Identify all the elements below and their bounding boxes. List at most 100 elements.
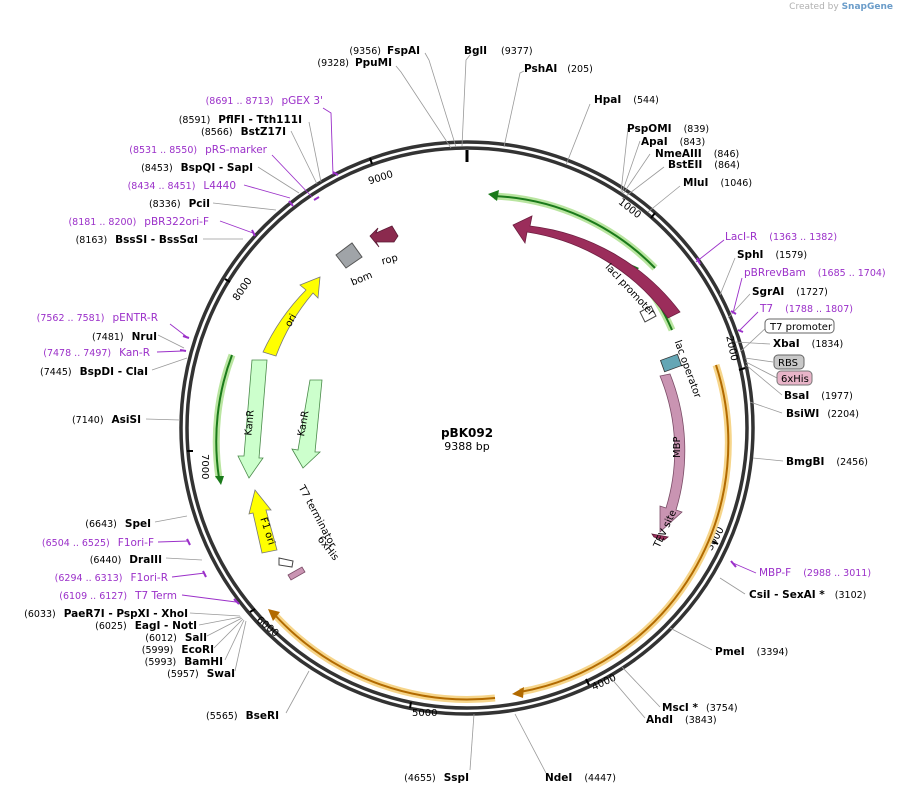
tev-site-box (651, 533, 669, 541)
enzyme-bsteii[interactable]: BstEII(864) (668, 159, 740, 171)
primer-leader-pentrr (169, 323, 188, 338)
leader-bspqi (257, 166, 300, 194)
primer-leader-mbpf (732, 562, 757, 574)
enzyme-mlui[interactable]: MluI(1046) (683, 177, 752, 189)
enzyme-nmeaiii[interactable]: NmeAIII(846) (655, 148, 739, 160)
primer-leader-t7 (739, 311, 759, 331)
primer-pentr-r[interactable]: (7562 .. 7581)pENTR-R (37, 312, 158, 324)
mbp-arrow (659, 373, 686, 533)
enzyme-paer7i-pspxi-xhoi[interactable]: (6033)PaeR7I - PspXI - XhoI (24, 608, 188, 620)
leader-ndei (514, 713, 547, 774)
tick-label-9000: 9000 (367, 169, 395, 187)
primer-mark-prsmarker (313, 196, 320, 201)
enzyme-draiii[interactable]: (6440)DraIII (90, 554, 162, 566)
leader-bsiwi (749, 401, 783, 414)
primer-mark-pgex3 (332, 171, 339, 176)
primer-pgex3[interactable]: (8691 .. 8713)pGEX 3' (206, 95, 323, 107)
enzyme-bgli[interactable]: BglI(9377) (464, 45, 533, 57)
tick-label-5000: 5000 (412, 708, 437, 719)
primer-mark-f1orif (186, 538, 191, 546)
enzyme-ahdi[interactable]: AhdI(3843) (646, 714, 717, 726)
primer-leader-kanr (156, 350, 184, 353)
enzyme-bstz17i[interactable]: (8566)BstZ17I (201, 126, 286, 138)
orf-mbp-halo (519, 363, 732, 696)
leader-pmei (669, 627, 713, 651)
laci-arrow (512, 215, 681, 319)
primer-leader-pgex3 (322, 107, 334, 176)
enzyme-fspai[interactable]: (9356)FspAI (349, 45, 420, 57)
orf-arcs (212, 190, 732, 703)
enzyme-bsssi[interactable]: (8163)BssSI - BssSαI (76, 234, 198, 246)
primer-pbr322ori-f[interactable]: (8181 .. 8200)pBR322ori-F (68, 216, 209, 228)
primer-leader-l4440 (243, 184, 291, 199)
orf-laci-arc (493, 195, 656, 269)
enzyme-spei[interactable]: (6643)SpeI (85, 518, 151, 530)
primer-l4440[interactable]: (8434 .. 8451)L4440 (128, 180, 236, 192)
primer-kan-r[interactable]: (7478 .. 7497)Kan-R (43, 347, 150, 359)
his-box-bg (776, 370, 813, 386)
primer-mbp-f[interactable]: MBP-F(2988 .. 3011) (759, 567, 871, 579)
enzyme-csii-sexai[interactable]: CsiI - SexAI *(3102) (749, 589, 866, 601)
leader-xbai (734, 341, 771, 345)
enzyme-pmei[interactable]: PmeI(3394) (715, 646, 788, 658)
enzyme-pshai[interactable]: PshAI(205) (524, 63, 593, 75)
leader-pshai (503, 70, 525, 148)
leader-csii (719, 577, 746, 595)
primer-f1ori-f[interactable]: (6504 .. 6525)F1ori-F (42, 537, 154, 549)
kanr-outer-arrow (237, 359, 268, 479)
primer-f1ori-r[interactable]: (6294 .. 6313)F1ori-R (55, 572, 168, 584)
his-label[interactable]: 6xHis (781, 374, 809, 385)
plasmid-size: 9388 bp (444, 440, 489, 453)
enzyme-pspomi[interactable]: PspOMI(839) (627, 123, 709, 135)
leader-pcii (212, 202, 277, 211)
enzyme-swai[interactable]: (5957)SwaI (167, 668, 235, 680)
primer-leader-f1orif (157, 540, 190, 543)
f1-ori-arrow (248, 489, 278, 554)
rbs-label[interactable]: RBS (778, 358, 798, 369)
orf-mbp-arc (519, 364, 730, 693)
kanr-inner-label: KanR (296, 410, 311, 437)
tick-3000 (711, 540, 719, 545)
enzyme-apai[interactable]: ApaI(843) (641, 136, 705, 148)
enzyme-eagi-noti[interactable]: (6025)EagI - NotI (95, 620, 197, 632)
enzyme-pcii[interactable]: (8336)PciI (149, 198, 210, 210)
enzyme-bsiwi[interactable]: BsiWI(2204) (786, 408, 859, 420)
primer-t7-term[interactable]: (6109 .. 6127)T7 Term (59, 590, 177, 602)
primer-pbrrevbam[interactable]: pBRrevBam(1685 .. 1704) (744, 267, 886, 279)
enzyme-msci[interactable]: MscI *(3754) (662, 702, 738, 714)
enzyme-bamhi[interactable]: (5993)BamHI (145, 656, 223, 668)
primer-prsmarker[interactable]: (8531 .. 8550)pRS-marker (129, 144, 267, 156)
primer-mark-pbrrevbam (730, 310, 737, 315)
enzyme-bsai[interactable]: BsaI(1977) (784, 390, 853, 402)
rop-arrow (369, 225, 399, 248)
enzyme-ndei[interactable]: NdeI(4447) (545, 772, 616, 784)
enzyme-labels: (9356)FspAI (9328)PpuMI BglI(9377) PshAI… (24, 45, 868, 784)
enzyme-bspdi-clai[interactable]: (7445)BspDI - ClaI (40, 366, 148, 378)
enzyme-bspqi-sapi[interactable]: (8453)BspQI - SapI (141, 162, 253, 174)
leader-draiii (165, 557, 203, 561)
enzyme-nrui[interactable]: (7481)NruI (92, 331, 157, 343)
credit-prefix: Created by (789, 2, 839, 12)
primer-t7[interactable]: T7(1788 .. 1807) (759, 303, 853, 315)
bom-label: bom (349, 270, 374, 289)
primer-leader-lacir (695, 239, 725, 263)
enzyme-asisi[interactable]: (7140)AsiSI (72, 414, 141, 426)
enzyme-sspi[interactable]: (4655)SspI (404, 772, 469, 784)
t7-promoter-label[interactable]: T7 promoter (769, 322, 833, 333)
primer-leader-f1orir (171, 572, 206, 578)
primer-mark-lacir (696, 257, 701, 265)
his-tag-inner-label: 6xHis (315, 534, 341, 563)
enzyme-ecori[interactable]: (5999)EcoRI (142, 644, 214, 656)
enzyme-bmgbi[interactable]: BmgBI(2456) (786, 456, 868, 468)
enzyme-sgrai[interactable]: SgrAI(1727) (752, 286, 828, 298)
enzyme-xbai[interactable]: XbaI(1834) (773, 338, 843, 350)
enzyme-bseri[interactable]: (5565)BseRI (206, 710, 279, 722)
enzyme-sphi[interactable]: SphI(1579) (737, 249, 807, 261)
enzyme-pflfi-tth111i[interactable]: (8591)PflFI - Tth111I (179, 114, 302, 126)
orf-mcs-arc (273, 613, 496, 701)
enzyme-hpai[interactable]: HpaI(544) (594, 94, 659, 106)
enzyme-ppumi[interactable]: (9328)PpuMI (317, 57, 392, 69)
enzyme-sali[interactable]: (6012)SalI (145, 632, 207, 644)
primer-laci-r[interactable]: LacI-R(1363 .. 1382) (725, 231, 837, 243)
